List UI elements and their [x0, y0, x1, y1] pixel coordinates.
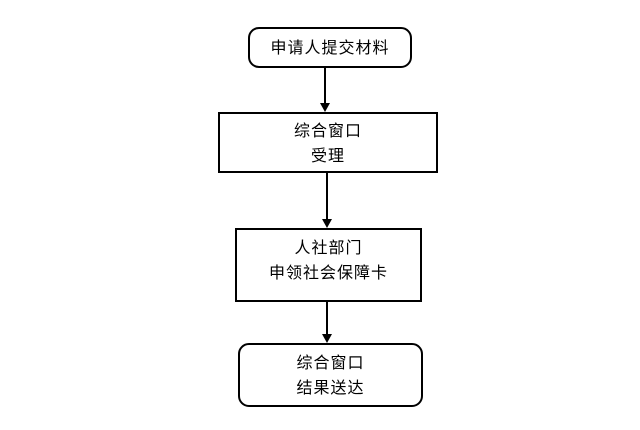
flow-node-window-acceptance: 综合窗口 受理	[218, 112, 438, 173]
flow-node-label: 综合窗口	[293, 120, 362, 140]
arrow-head	[320, 103, 330, 112]
flow-node-label: 综合窗口	[296, 353, 365, 372]
arrow-shaft	[326, 302, 328, 334]
arrow-shaft	[324, 68, 326, 103]
flow-node-label: 申请人提交材料	[270, 38, 390, 57]
arrow-down-icon	[322, 173, 332, 228]
flow-node-result-delivery: 综合窗口 结果送达	[238, 343, 423, 407]
arrow-down-icon	[322, 302, 332, 343]
arrow-head	[322, 219, 332, 228]
arrow-shaft	[326, 173, 328, 219]
flow-node-label: 申领社会保障卡	[268, 263, 388, 282]
flow-node-submit-materials: 申请人提交材料	[248, 27, 412, 68]
arrow-down-icon	[320, 68, 330, 112]
flow-node-label: 受理	[310, 145, 345, 165]
arrow-head	[322, 334, 332, 343]
flow-node-label: 人社部门	[294, 238, 363, 257]
flow-node-label: 结果送达	[296, 378, 365, 397]
flow-node-social-security-card: 人社部门 申领社会保障卡	[235, 228, 422, 302]
